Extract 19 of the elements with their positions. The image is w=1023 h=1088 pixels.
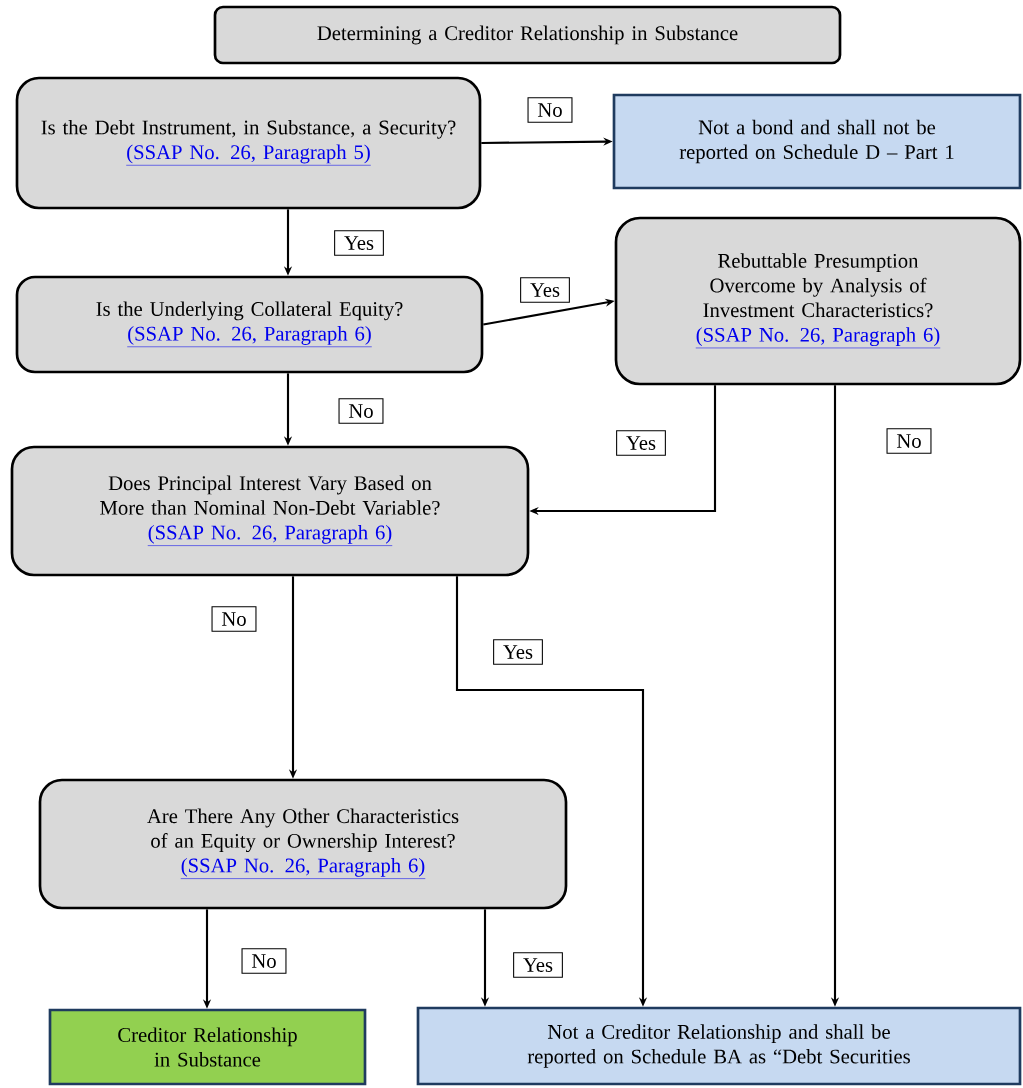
decision-box: Is the Underlying Collateral Equity? (SSAP No. 26, Paragraph 6): [15, 275, 484, 374]
edge-label: Yes: [616, 430, 666, 456]
outcome-box: Not a Creditor Relationship and shall be reported on Schedule BA as “Debt Securities: [416, 1006, 1022, 1086]
edge-label: No: [211, 606, 257, 632]
decision-box: Rebuttable Presumption Overcome by Analysis of Investment Characteristics? (SSAP No. 26, Paragraph 6): [614, 216, 1022, 386]
edge-label: No: [527, 97, 573, 123]
edge-label: No: [338, 398, 384, 424]
edge-label: Yes: [513, 952, 563, 978]
outcome-box: Not a bond and shall not be reported on Schedule D – Part 1: [612, 93, 1022, 190]
edge-label: Yes: [334, 230, 384, 256]
decision-box: Are There Any Other Characteristics of an Equity or Ownership Interest? (SSAP No. 26, Paragraph 6): [38, 778, 568, 910]
outcome-box: Creditor Relationship in Substance: [48, 1008, 367, 1086]
decision-box: Is the Debt Instrument, in Substance, a Security? (SSAP No. 26, Paragraph 5): [15, 76, 482, 210]
decision-box: Does Principal Interest Vary Based on More than Nominal Non-Debt Variable? (SSAP No. 26, Paragraph 6): [10, 445, 530, 577]
edge-label: Yes: [520, 277, 570, 303]
edge-label: No: [886, 428, 932, 454]
edge-label: No: [241, 948, 287, 974]
title-box: Determining a Creditor Relationship in Substance: [213, 5, 842, 65]
edge-label: Yes: [493, 639, 543, 665]
